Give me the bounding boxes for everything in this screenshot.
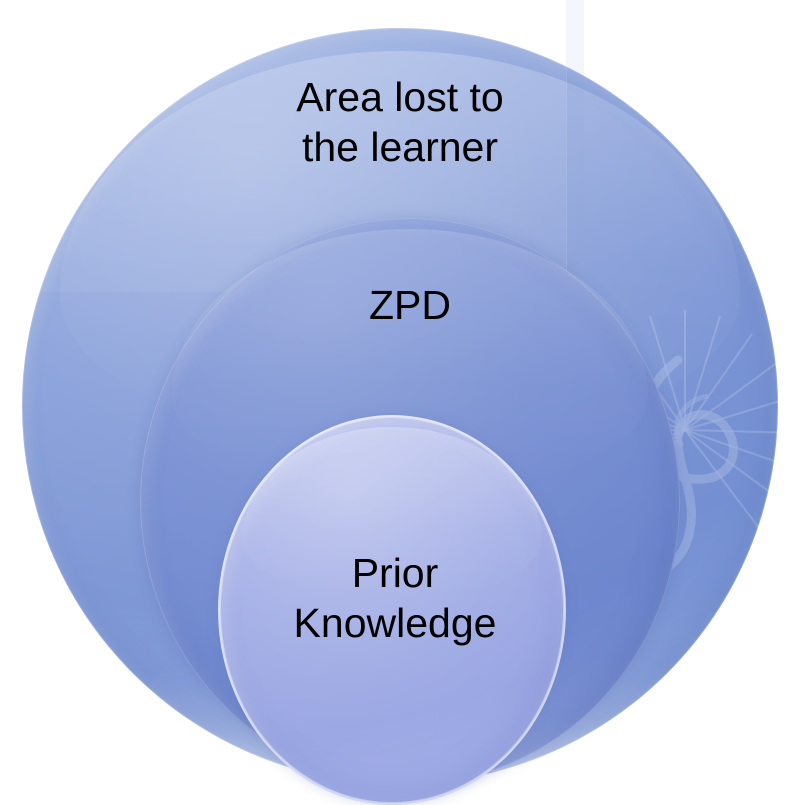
label-prior-knowledge: Prior Knowledge (293, 550, 497, 647)
label-area-lost-to-learner: Area lost to the learner (296, 74, 504, 171)
label-zpd: ZPD (369, 282, 451, 328)
